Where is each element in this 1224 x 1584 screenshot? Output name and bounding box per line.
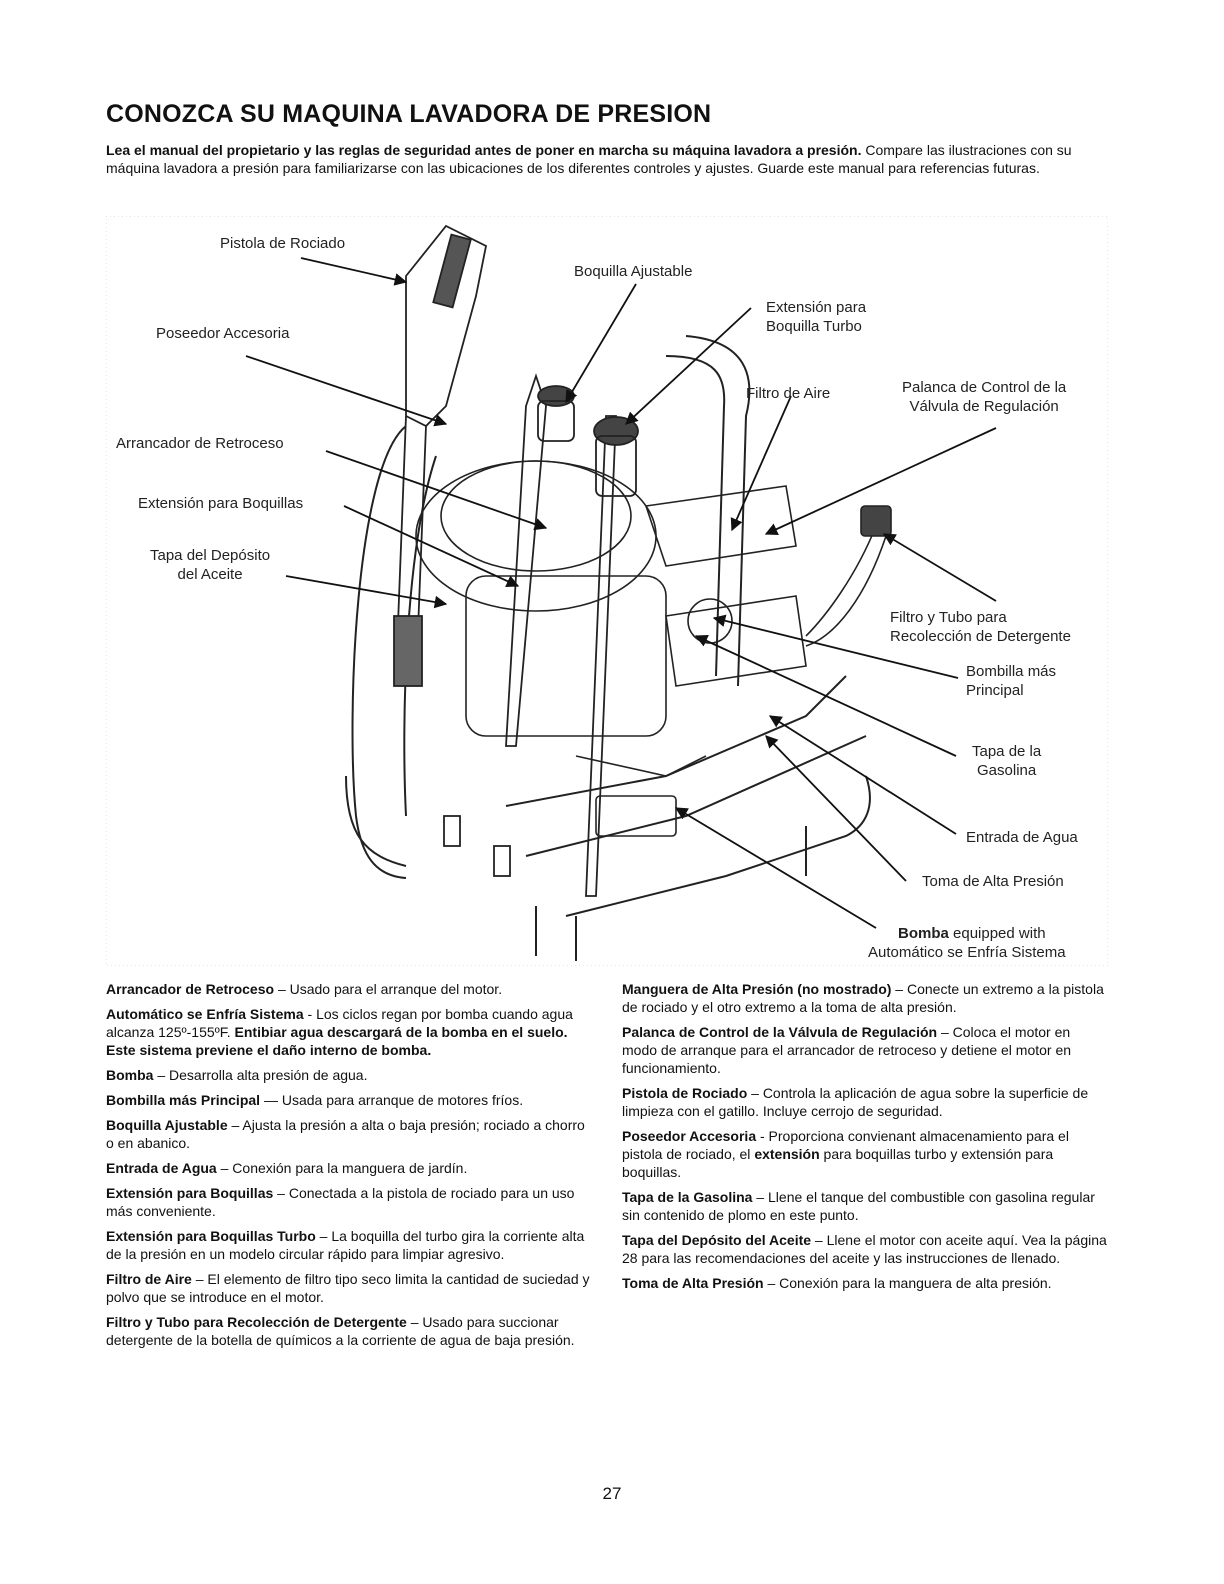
definitions-left-column: Arrancador de Retroceso – Usado para el … [106, 980, 592, 1356]
definition-term: Bombilla más Principal [106, 1092, 261, 1108]
definition-item: Boquilla Ajustable – Ajusta la presión a… [106, 1116, 592, 1152]
callout-pistola-de-rociado: Pistola de Rociado [220, 235, 346, 252]
definition-text: – Coloca el motor en modo de arranque pa… [622, 1024, 1072, 1076]
definition-term: Boquilla Ajustable [106, 1117, 228, 1133]
callout-extension-turbo-line2: Boquilla Turbo [766, 318, 862, 335]
callout-bombilla-line2: Principal [966, 682, 1024, 699]
definition-term: Tapa de la Gasolina [622, 1189, 753, 1205]
callout-toma-alta-presion: Toma de Alta Presión [922, 873, 1064, 890]
definition-item: Bomba – Desarrolla alta presión de agua. [106, 1066, 592, 1084]
leader-lines [245, 257, 997, 929]
definition-item: Filtro y Tubo para Recolección de Deterg… [106, 1313, 592, 1349]
intro-text: Compare las ilustraciones con su máquina… [106, 142, 1072, 176]
callout-filtro-tubo-detergente: Filtro y Tubo para Recolección de Deterg… [890, 608, 1071, 646]
definition-text: – Conexión para la manguera de alta pres… [763, 1275, 1052, 1291]
callout-arrancador-de-retroceso: Arrancador de Retroceso [116, 435, 284, 452]
definition-term: Palanca de Control de la Válvula de Regu… [622, 1024, 938, 1040]
definition-text: - Los ciclos regan por bomba cuando agua… [106, 1006, 573, 1040]
frame-drawing [345, 335, 871, 961]
definition-bold-tail: Entibiar agua descargará de la bomba en … [106, 1024, 568, 1058]
callout-extension-turbo-line1: Extensión para [766, 299, 867, 316]
definition-term: Extensión para Boquillas [106, 1185, 274, 1201]
callout-palanca-control: Palanca de Control de la Válvula de Regu… [902, 378, 1066, 416]
definition-term: Bomba [106, 1067, 154, 1083]
definition-item: Manguera de Alta Presión (no mostrado) –… [622, 980, 1108, 1016]
definition-term: Filtro de Aire [106, 1271, 192, 1287]
definition-term: Filtro y Tubo para Recolección de Deterg… [106, 1314, 407, 1330]
callout-bomba-line1: Bomba equipped with [868, 924, 1066, 943]
callout-bomba-rest: equipped with [948, 925, 1046, 942]
definition-item: Automático se Enfría Sistema - Los ciclo… [106, 1005, 592, 1059]
intro-paragraph: Lea el manual del propietario y las regl… [106, 141, 1106, 177]
engine-drawing [415, 460, 892, 837]
callout-bomba: Bomba equipped with Automático se Enfría… [868, 924, 1066, 962]
callout-filtro-tubo-line1: Filtro y Tubo para [890, 609, 1007, 626]
definition-item: Entrada de Agua – Conexión para la mangu… [106, 1159, 592, 1177]
callout-extension-turbo: Extensión para Boquilla Turbo [766, 298, 866, 336]
definition-term: Automático se Enfría Sistema [106, 1006, 304, 1022]
definition-text: – Usado para el arranque del motor. [274, 981, 503, 997]
callout-extension-boquillas: Extensión para Boquillas [138, 495, 304, 512]
definition-text: – La boquilla del turbo gira la corrient… [106, 1228, 585, 1262]
definition-term: Extensión para Boquillas Turbo [106, 1228, 316, 1244]
definition-term: Tapa del Depósito del Aceite [622, 1232, 812, 1248]
definition-item: Toma de Alta Presión – Conexión para la … [622, 1274, 1108, 1292]
intro-warning: Lea el manual del propietario y las regl… [106, 142, 862, 158]
definition-item: Tapa de la Gasolina – Llene el tanque de… [622, 1188, 1108, 1224]
pressure-washer-illustration [106, 216, 1108, 966]
definition-item: Extensión para Boquillas Turbo – La boqu… [106, 1227, 592, 1263]
definition-text: – Usado para succionar detergente de la … [106, 1314, 575, 1348]
page-title: CONOZCA SU MAQUINA LAVADORA DE PRESION [106, 100, 712, 128]
callout-filtro-de-aire: Filtro de Aire [746, 385, 831, 402]
definition-text: – Controla la aplicación de agua sobre l… [622, 1085, 1089, 1119]
definition-item: Extensión para Boquillas – Conectada a l… [106, 1184, 592, 1220]
definition-text: – Llene el motor con aceite aquí. Vea la… [622, 1232, 1107, 1266]
pressure-washer-figure: Pistola de Rociado Boquilla Ajustable Ex… [106, 216, 1108, 966]
definition-item: Bombilla más Principal — Usada para arra… [106, 1091, 592, 1109]
callout-tapa-gasolina-line1: Tapa de la [972, 743, 1042, 760]
definition-text: – Conecte un extremo a la pistola de roc… [622, 981, 1104, 1015]
definition-bold-tail: extensión [754, 1146, 820, 1162]
callout-palanca-line2: Válvula de Regulación [909, 398, 1059, 415]
callout-filtro-tubo-line2: Recolección de Detergente [890, 628, 1071, 645]
callout-tapa-aceite: Tapa del Depósito del Aceite [150, 546, 270, 584]
callout-bombilla: Bombilla más Principal [966, 662, 1056, 700]
definition-term: Entrada de Agua [106, 1160, 217, 1176]
definition-text: – Ajusta la presión a alta o baja presió… [106, 1117, 585, 1151]
definition-item: Pistola de Rociado – Controla la aplicac… [622, 1084, 1108, 1120]
callout-tapa-aceite-line2: del Aceite [177, 566, 243, 583]
definition-item: Arrancador de Retroceso – Usado para el … [106, 980, 592, 998]
definition-item: Tapa del Depósito del Aceite – Llene el … [622, 1231, 1108, 1267]
definition-text: - Proporciona convienant almacenamiento … [622, 1128, 1069, 1162]
page-number: 27 [602, 1484, 622, 1503]
callout-bomba-bold: Bomba [898, 925, 949, 942]
definition-text: – Desarrolla alta presión de agua. [153, 1067, 368, 1083]
callout-tapa-gasolina-line2: Gasolina [977, 762, 1037, 779]
callout-bomba-line2: Automático se Enfría Sistema [868, 944, 1066, 961]
definition-term: Poseedor Accesoria [622, 1128, 757, 1144]
callout-boquilla-ajustable: Boquilla Ajustable [574, 263, 693, 280]
callout-palanca-line1: Palanca de Control de la [902, 379, 1067, 396]
definition-term: Arrancador de Retroceso [106, 981, 275, 997]
definition-tail: para boquillas turbo y extensión para bo… [622, 1146, 1054, 1180]
definitions-right-column: Manguera de Alta Presión (no mostrado) –… [622, 980, 1108, 1299]
definition-text: – Conexión para la manguera de jardín. [216, 1160, 468, 1176]
definition-term: Toma de Alta Presión [622, 1275, 764, 1291]
callout-poseedor-accesoria: Poseedor Accesoria [156, 325, 290, 342]
definition-text: – Conectada a la pistola de rociado para… [106, 1185, 575, 1219]
callout-bombilla-line1: Bombilla más [966, 663, 1057, 680]
callout-tapa-aceite-line1: Tapa del Depósito [150, 547, 271, 564]
definition-item: Palanca de Control de la Válvula de Regu… [622, 1023, 1108, 1077]
callout-entrada-de-agua: Entrada de Agua [966, 829, 1078, 846]
callout-tapa-gasolina: Tapa de la Gasolina [972, 742, 1041, 780]
definition-text: — Usada para arranque de motores fríos. [260, 1092, 524, 1108]
definition-term: Pistola de Rociado [622, 1085, 748, 1101]
definition-term: Manguera de Alta Presión (no mostrado) [622, 981, 892, 997]
definition-text: – Llene el tanque del combustible con ga… [622, 1189, 1095, 1223]
definition-text: – El elemento de filtro tipo seco limita… [106, 1271, 590, 1305]
definition-item: Filtro de Aire – El elemento de filtro t… [106, 1270, 592, 1306]
definition-item: Poseedor Accesoria - Proporciona convien… [622, 1127, 1108, 1181]
